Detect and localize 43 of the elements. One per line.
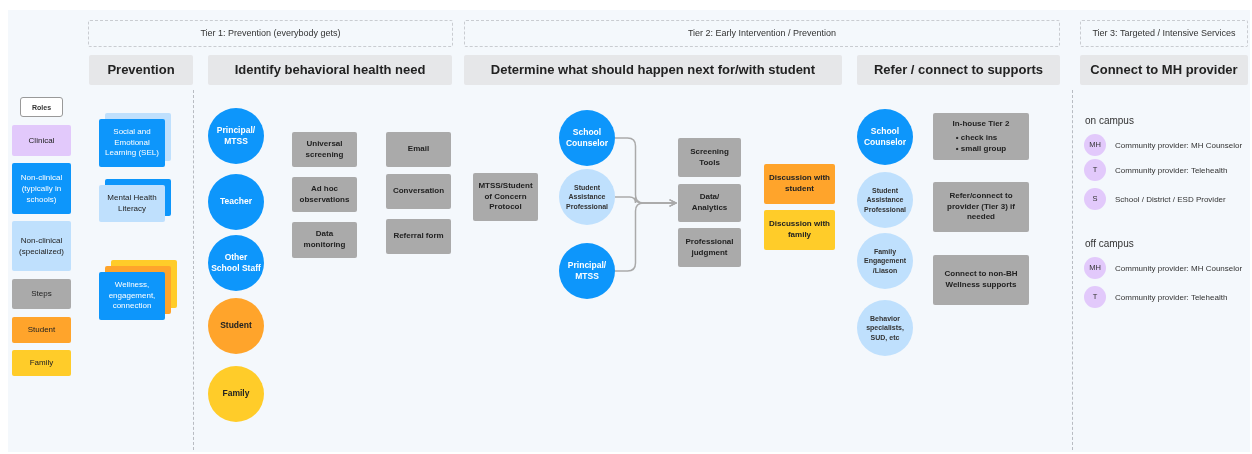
step-box: Referral form	[386, 219, 451, 254]
stacked-card: Wellness, engagement, connection	[99, 272, 165, 320]
column-header: Identify behavioral health need	[208, 55, 452, 85]
step-box: Ad hoc observations	[292, 177, 357, 212]
section-label: on campus	[1085, 113, 1134, 127]
legend-key: Clinical	[12, 125, 71, 156]
step-box	[933, 113, 1029, 160]
step-box: MTSS/Student of Concern Protocol	[473, 173, 538, 221]
step-box: Data monitoring	[292, 222, 357, 258]
connector-arrow	[614, 199, 677, 272]
provider-label: Community provider: Telehealth	[1115, 164, 1228, 177]
provider-label: Community provider: Telehealth	[1115, 291, 1228, 304]
step-box: Data/ Analytics	[678, 184, 741, 222]
provider-label: Community provider: MH Counselor	[1115, 139, 1243, 152]
stacked-card: Mental Health Literacy	[99, 185, 165, 222]
provider-label: School / District / ESD Provider	[1115, 193, 1226, 206]
step-box: Screening Tools	[678, 138, 741, 177]
bullet-item: • small group	[955, 142, 1007, 154]
step-box: Refer/connect to provider (Tier 3) if needed	[933, 182, 1029, 232]
column-header: Prevention	[89, 55, 193, 85]
student-box: Discussion with student	[764, 164, 835, 204]
family-box: Discussion with family	[764, 210, 835, 250]
tier-header: Tier 1: Prevention (everybody gets)	[88, 20, 453, 47]
stacked-card: Social and Emotional Learning (SEL)	[99, 119, 165, 167]
column-header: Refer / connect to supports	[857, 55, 1060, 85]
bullet-item: • check ins	[955, 131, 999, 143]
step-box: Connect to non-BH Wellness supports	[933, 255, 1029, 305]
column-header: Determine what should happen next for/with student	[464, 55, 842, 85]
box-title: In-house Tier 2	[952, 119, 1010, 130]
column-header: Connect to MH provider	[1080, 55, 1248, 85]
legend-key: Non-clinical (specialized)	[12, 221, 71, 271]
step-box: Universal screening	[292, 132, 357, 167]
provider-label: Community provider: MH Counselor	[1115, 262, 1243, 275]
legend-key: Non-clinical (typically in schools)	[12, 163, 71, 214]
legend-key: Steps	[12, 279, 71, 309]
legend-key: Student	[12, 317, 71, 343]
step-box: Conversation	[386, 174, 451, 209]
step-box: Professional judgment	[678, 228, 741, 267]
legend-key: Family	[12, 350, 71, 376]
tier-header: Tier 3: Targeted / Intensive Services	[1080, 20, 1248, 47]
section-label: off campus	[1085, 236, 1134, 250]
step-box: Email	[386, 132, 451, 167]
tier-header: Tier 2: Early Intervention / Prevention	[464, 20, 1060, 47]
